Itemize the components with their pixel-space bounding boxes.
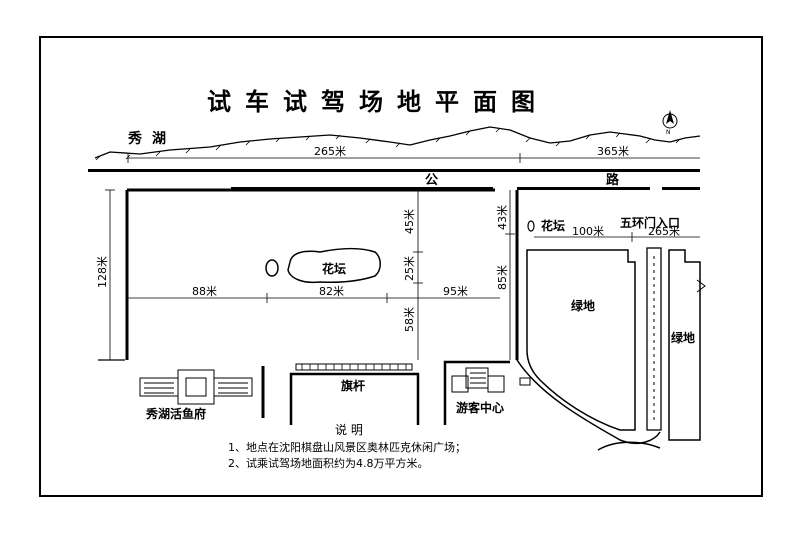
north-arrow-icon (662, 110, 678, 129)
notes-line-1: 1、地点在沈阳棋盘山风景区奥林匹克休闲广场； (228, 440, 466, 454)
dim-88: 88米 (192, 285, 217, 298)
road-label-left: 公 (425, 173, 438, 188)
dim-365: 365米 (597, 145, 629, 158)
notes-line-2: 2、试乘试驾场地面积约为4.8万平方米。 (228, 456, 429, 470)
restaurant-label: 秀湖活鱼府 (145, 406, 206, 421)
flowerbed-right-label: 花坛 (541, 218, 565, 233)
flowerbed-right (527, 220, 535, 232)
restaurant-building (139, 369, 253, 405)
dim-25: 25米 (403, 256, 416, 281)
green-right-label: 绿地 (671, 330, 695, 345)
lake-shoreline (94, 126, 701, 159)
dim-265-top: 265米 (314, 145, 346, 158)
flowerbed-center-label: 花坛 (322, 261, 346, 276)
dim-45: 45米 (403, 209, 416, 234)
north-label: N (666, 129, 671, 136)
outer-border (39, 36, 763, 497)
visitor-center-building (451, 367, 505, 393)
green-area-right (668, 249, 701, 441)
dim-43: 43米 (496, 205, 509, 230)
road-center-right (517, 187, 650, 190)
dim-58: 58米 (403, 307, 416, 332)
green-left-label: 绿地 (571, 298, 595, 313)
notes-heading: 说 明 (335, 422, 363, 437)
dim-265-right: 265米 (648, 225, 680, 238)
visitor-center-annex (519, 377, 531, 386)
visitor-center-label: 游客中心 (456, 400, 504, 415)
dim-85: 85米 (496, 265, 509, 290)
dim-95: 95米 (443, 285, 468, 298)
dim-82: 82米 (319, 285, 344, 298)
flagpole-label: 旗杆 (341, 378, 365, 393)
break-line (696, 279, 706, 293)
small-pond (265, 259, 279, 277)
flagpole-dots (301, 364, 407, 370)
road-center-far (662, 187, 700, 190)
visitor-center-outline (443, 360, 510, 425)
lower-road-curve-2 (597, 441, 661, 451)
flagpole-row (295, 363, 413, 371)
flowerbed-center (287, 247, 381, 284)
lower-road-curve (516, 359, 661, 444)
lake-label: 秀湖 (127, 130, 176, 147)
dim-100: 100米 (572, 225, 604, 238)
dim-128: 128米 (96, 256, 109, 288)
lake-shore-hatch (95, 127, 681, 161)
road-label-right: 路 (606, 172, 620, 188)
page-title: 试车试驾场地平面图 (207, 88, 549, 116)
green-area-left (526, 249, 636, 431)
road-upper-edge (88, 169, 700, 172)
gate-label: 五环门入口 (620, 215, 680, 230)
flagpole-plaza-outline (289, 372, 420, 425)
median-strip (646, 247, 662, 431)
